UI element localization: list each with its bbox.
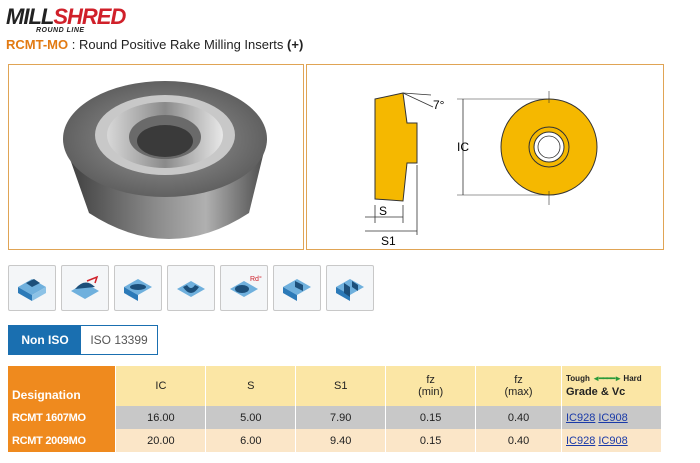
logo-shred: SHRED bbox=[53, 4, 126, 29]
logo-round-line: ROUND LINE bbox=[36, 27, 85, 34]
header-grade: Tough ◄━━━━► Hard Grade & Vc bbox=[561, 366, 662, 406]
row-fz-min: 0.15 bbox=[385, 429, 477, 452]
tough-hard-scale: Tough ◄━━━━► Hard bbox=[566, 374, 661, 383]
logo-mill: MILL bbox=[6, 4, 54, 29]
row-fz-min: 0.15 bbox=[385, 406, 477, 429]
table-row: RCMT 1607MO 16.00 5.00 7.90 0.15 0.40 IC… bbox=[8, 406, 662, 429]
helical-interpolation-icon[interactable]: Rd° bbox=[220, 265, 268, 311]
hard-label: Hard bbox=[623, 374, 642, 383]
technical-drawing-panel: 7° S S1 IC bbox=[306, 64, 664, 250]
row-ic: 16.00 bbox=[115, 406, 207, 429]
header-fz-max: fz(max) bbox=[475, 366, 562, 406]
row-s1: 9.40 bbox=[295, 429, 387, 452]
iso-toggle: Non ISO ISO 13399 bbox=[8, 325, 158, 355]
tough-label: Tough bbox=[566, 374, 590, 383]
tough-hard-arrow-icon: ◄━━━━► bbox=[592, 374, 622, 383]
header-fz-max-qualifier: (max) bbox=[504, 386, 533, 398]
table-row: RCMT 2009MO 20.00 6.00 9.40 0.15 0.40 IC… bbox=[8, 429, 662, 452]
application-icons: Rd° bbox=[8, 265, 374, 311]
non-iso-tab[interactable]: Non ISO bbox=[9, 326, 81, 354]
row-ic: 20.00 bbox=[115, 429, 207, 452]
slotting-icon[interactable] bbox=[114, 265, 162, 311]
header-designation: Designation bbox=[8, 366, 117, 406]
header-ic: IC bbox=[115, 366, 207, 406]
millshred-logo: MILLSHRED ROUND LINE bbox=[6, 4, 126, 34]
face-milling-icon[interactable] bbox=[8, 265, 56, 311]
header-fz-min-label: fz bbox=[426, 374, 435, 386]
row-s1: 7.90 bbox=[295, 406, 387, 429]
insert-photo-panel bbox=[8, 64, 304, 250]
row-fz-max: 0.40 bbox=[475, 406, 562, 429]
row-fz-max: 0.40 bbox=[475, 429, 562, 452]
row-s: 6.00 bbox=[205, 429, 297, 452]
header-s1: S1 bbox=[295, 366, 387, 406]
table-header-row: Designation IC S S1 fz(min) fz(max) Toug… bbox=[8, 366, 662, 406]
product-code: RCMT-MO bbox=[6, 37, 69, 52]
svg-text:Rd°: Rd° bbox=[250, 275, 262, 283]
grade-vc-label: Grade & Vc bbox=[566, 386, 626, 398]
page-title: RCMT-MO : Round Positive Rake Milling In… bbox=[6, 37, 303, 52]
profiling-icon[interactable] bbox=[167, 265, 215, 311]
row-designation: RCMT 1607MO bbox=[8, 406, 117, 429]
header-s: S bbox=[205, 366, 297, 406]
row-s: 5.00 bbox=[205, 406, 297, 429]
grade-link-ic908[interactable]: IC908 bbox=[598, 434, 628, 447]
ic-label: IC bbox=[457, 140, 469, 154]
pocketing-icon[interactable] bbox=[326, 265, 374, 311]
angle-label: 7° bbox=[433, 98, 445, 112]
insert-photo bbox=[63, 81, 267, 239]
shoulder-milling-icon[interactable] bbox=[273, 265, 321, 311]
row-designation: RCMT 2009MO bbox=[8, 429, 117, 452]
header-fz-max-label: fz bbox=[514, 374, 523, 386]
grade-link-ic908[interactable]: IC908 bbox=[598, 411, 628, 424]
grade-link-ic928[interactable]: IC928 bbox=[566, 411, 596, 424]
s-label: S bbox=[379, 204, 387, 218]
product-description: : Round Positive Rake Milling Inserts bbox=[68, 37, 288, 52]
header-fz-min: fz(min) bbox=[385, 366, 477, 406]
ramping-icon[interactable] bbox=[61, 265, 109, 311]
grade-link-ic928[interactable]: IC928 bbox=[566, 434, 596, 447]
header-fz-min-qualifier: (min) bbox=[418, 386, 444, 398]
iso-13399-tab[interactable]: ISO 13399 bbox=[90, 333, 148, 347]
spec-table: Designation IC S S1 fz(min) fz(max) Toug… bbox=[8, 366, 662, 452]
rake-sign: (+) bbox=[287, 37, 304, 52]
s1-label: S1 bbox=[381, 234, 396, 248]
technical-drawing: 7° S S1 IC bbox=[365, 91, 598, 248]
